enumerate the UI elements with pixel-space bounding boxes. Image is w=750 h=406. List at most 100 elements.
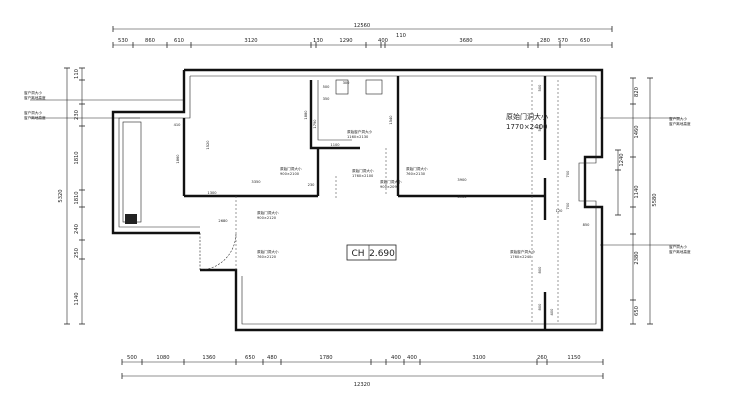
interior-dim: 500 [538,124,542,132]
bottom-total-label: 12320 [354,382,371,388]
left-note: 窗户洞大小 [24,110,42,115]
window-size: 1760×2240 [510,255,532,259]
ceiling-height-tag: CH 2.690 [346,244,397,261]
top-seg-label: 530 [118,38,128,44]
right-total-label: 5580 [652,193,658,206]
bottom-seg-label: 500 [127,355,137,361]
interior-dim: 800 [538,303,542,311]
left-note: 窗户离地高度 [24,115,46,120]
bathroom-inner-line [317,80,352,141]
ceiling-height-value: 2.690 [369,249,395,259]
interior-dim: 120 [556,209,564,213]
interior-dim: 410 [174,123,182,127]
window-label: 原始窗户洞大小 [510,249,536,254]
interior-dimension-labels: 3350 1300 2680 3900 3900 1100 1540 1790 … [174,81,591,315]
right-segment-ticks [615,77,636,325]
left-total-label: 5320 [58,189,64,202]
right-note: 窗户洞大小 [669,116,687,121]
bottom-seg-label: 400 [407,355,417,361]
bottom-seg-label: 3100 [472,355,485,361]
inner-wall-line [190,75,597,325]
interior-dim: 2680 [218,219,228,223]
right-seg-label: 820 [634,87,640,97]
top-total-label: 12560 [354,23,371,29]
left-seg-label: 240 [74,224,80,234]
interior-dim: 1520 [206,140,210,150]
bottom-seg-label: 1780 [319,355,332,361]
interior-dim: 1790 [313,119,317,129]
interior-dim: 1300 [207,191,217,195]
interior-dim: 350 [323,97,331,101]
right-seg-label: 1460 [634,125,640,138]
right-seg-label: 2380 [634,251,640,264]
interior-dim: 500 [323,85,331,89]
top-seg-label: 3680 [459,38,472,44]
outer-wall [184,68,604,332]
bottom-seg-label: 260 [537,355,547,361]
left-note: 窗户离地高度 [24,95,46,100]
left-seg-label: 1810 [74,191,80,204]
interior-dim: 300 [343,81,351,85]
top-seg-label: 3120 [244,38,257,44]
interior-dim: 3900 [457,178,467,182]
top-seg-label: 860 [145,38,155,44]
top-seg-label: 650 [580,38,590,44]
door-label: 原始门洞大小 [380,179,402,184]
top-seg-label: 400 [378,38,388,44]
interior-dim: 800 [538,266,542,274]
top-seg-label: 280 [540,38,550,44]
door-label: 原始门洞大小 [257,210,279,215]
big-door-size: 1770×2400 [506,123,548,131]
bathroom-fixture [365,79,383,95]
top-seg-label: 130 [313,38,323,44]
top-dimension-chain: 12560 530 860 610 3120 130 1290 400 110 … [112,23,613,48]
bottom-segment-ticks [121,359,604,365]
interior-dim: 1880 [304,110,308,120]
right-seg-label: 650 [634,306,640,316]
interior-dim: 400 [550,308,554,316]
door-label: 原始门洞大小 [406,166,428,171]
interior-dim: 3350 [251,180,261,184]
exterior-walls [111,68,604,332]
right-dimension-chain: 5580 820 1460 1240 1140 2380 650 窗户洞大小 窗… [600,77,691,325]
left-dimension-chain: 5320 110 230 1810 1810 240 250 1140 窗户洞大… [24,67,184,325]
interior-dim: 700 [566,170,570,178]
bottom-seg-label: 480 [267,355,277,361]
top-segment-ticks [112,42,613,48]
kitchen-counter [122,121,142,223]
dashed-lines [199,80,559,324]
top-seg-label: 610 [174,38,184,44]
door-size: 900×2090 [380,185,400,189]
door-size: 900×2100 [280,172,300,176]
bottom-dimension-chain: 500 1080 1360 650 480 1780 400 400 3100 … [121,355,604,388]
left-seg-label: 230 [74,110,80,120]
door-size: 1760×2100 [352,174,374,178]
door-label: 原始门洞大小 [280,166,302,171]
kitchen-fixture [125,214,137,224]
left-seg-label: 1810 [74,151,80,164]
bottom-seg-label: 1360 [202,355,215,361]
interior-walls [122,76,547,330]
bathroom-fixture [335,79,349,95]
top-seg-label: 1290 [339,38,352,44]
bottom-segment-labels: 500 1080 1360 650 480 1780 400 400 3100 … [127,355,581,361]
opening-annotations: 原始门洞大小 1770×2400 原始窗户洞大小 1160×2130 原始门洞大… [257,112,548,259]
bathroom-wall [309,80,360,150]
ceiling-height-label: CH [351,249,364,259]
right-note: 窗户洞大小 [669,244,687,249]
inner-wall-line-west [118,76,200,228]
interior-dim: 700 [566,202,570,210]
left-note: 窗户洞大小 [24,90,42,95]
interior-dim: 500 [538,84,542,92]
left-seg-label: 1140 [74,292,80,305]
left-seg-label: 110 [74,69,80,79]
interior-dim: 850 [583,223,591,227]
outer-wall-west [111,70,200,235]
door-size: 900×2120 [257,216,277,220]
door-size: 760×2130 [406,172,426,176]
top-seg-label: 110 [396,33,406,39]
interior-dim: 1540 [389,115,393,125]
top-segment-labels: 530 860 610 3120 130 1290 400 110 3680 2… [118,33,590,44]
right-seg-label: 1140 [634,185,640,198]
